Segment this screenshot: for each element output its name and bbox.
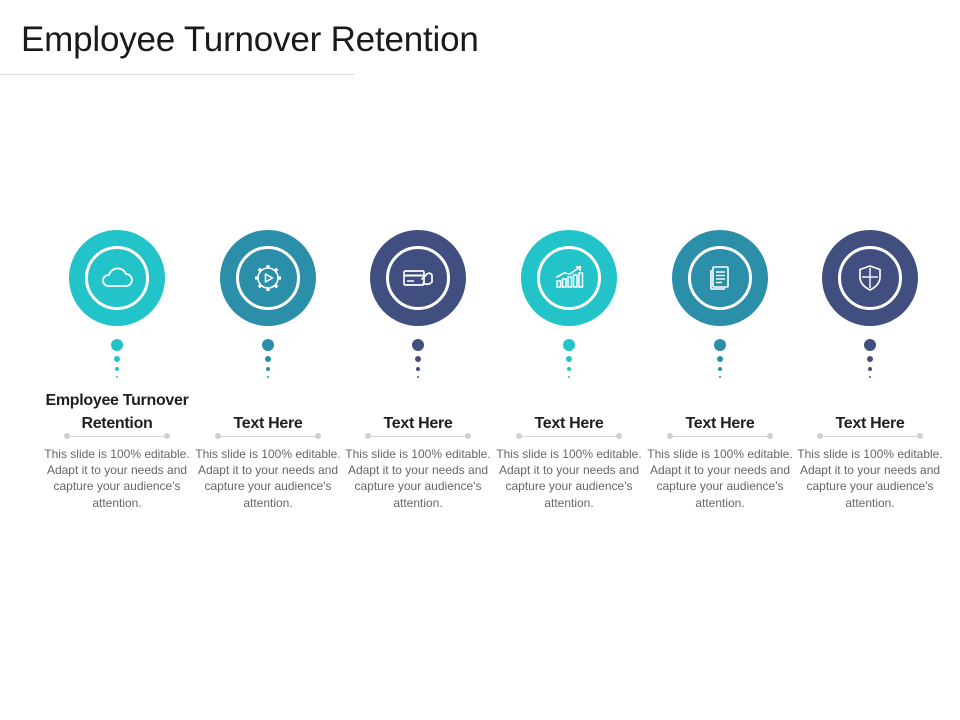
step-6-circle bbox=[822, 230, 918, 326]
step-3-circle bbox=[370, 230, 466, 326]
step-6-description: This slide is 100% editable. Adapt it to… bbox=[797, 447, 943, 510]
title-divider bbox=[0, 74, 354, 75]
growth-chart-icon bbox=[556, 265, 584, 288]
connector-dot bbox=[714, 339, 726, 351]
connector-dot bbox=[114, 356, 120, 362]
connector-dot bbox=[717, 356, 723, 362]
step-4: Text Here This slide is 100% editable. A… bbox=[494, 230, 644, 530]
step-2: Text Here This slide is 100% editable. A… bbox=[193, 230, 343, 530]
connector-dot bbox=[868, 367, 872, 371]
separator-dot bbox=[315, 433, 321, 439]
connector-dot bbox=[265, 356, 271, 362]
step-6-heading: Text Here bbox=[835, 415, 905, 432]
step-6-icon-ring bbox=[838, 246, 902, 310]
step-2-circle bbox=[220, 230, 316, 326]
separator-line bbox=[670, 436, 770, 437]
separator-line bbox=[820, 436, 920, 437]
step-4-circle bbox=[521, 230, 617, 326]
step-1-circle bbox=[69, 230, 165, 326]
step-1-icon-ring bbox=[85, 246, 149, 310]
step-5: Text Here This slide is 100% editable. A… bbox=[645, 230, 795, 530]
connector-dot bbox=[416, 367, 420, 371]
page-title: Employee Turnover Retention bbox=[21, 20, 479, 59]
separator-dot bbox=[817, 433, 823, 439]
connector-dot bbox=[262, 339, 274, 351]
cloud-icon bbox=[102, 267, 133, 287]
connector-dot bbox=[266, 367, 270, 371]
step-3-icon-ring bbox=[386, 246, 450, 310]
connector-dot bbox=[111, 339, 123, 351]
separator-line bbox=[218, 436, 318, 437]
step-1-heading: Employee Turnover Retention bbox=[45, 392, 189, 432]
connector-dot bbox=[567, 367, 571, 371]
gear-play-icon bbox=[255, 265, 281, 291]
separator-line bbox=[368, 436, 468, 437]
separator-dot bbox=[616, 433, 622, 439]
step-3-heading: Text Here bbox=[383, 415, 453, 432]
step-5-icon-ring bbox=[688, 246, 752, 310]
step-6: Text Here This slide is 100% editable. A… bbox=[795, 230, 945, 530]
separator-dot bbox=[215, 433, 221, 439]
step-5-description: This slide is 100% editable. Adapt it to… bbox=[647, 447, 793, 510]
connector-dot bbox=[718, 367, 722, 371]
separator-dot bbox=[767, 433, 773, 439]
separator-line bbox=[67, 436, 167, 437]
step-5-heading: Text Here bbox=[685, 415, 755, 432]
separator-dot bbox=[365, 433, 371, 439]
connector-dot bbox=[116, 376, 118, 378]
step-1-description: This slide is 100% editable. Adapt it to… bbox=[44, 447, 190, 510]
separator-dot bbox=[516, 433, 522, 439]
separator-dot bbox=[667, 433, 673, 439]
step-1: Employee Turnover Retention This slide i… bbox=[42, 230, 192, 530]
step-3: Text Here This slide is 100% editable. A… bbox=[343, 230, 493, 530]
separator-dot bbox=[465, 433, 471, 439]
connector-dot bbox=[417, 376, 419, 378]
connector-dot bbox=[267, 376, 269, 378]
shield-icon bbox=[859, 265, 881, 291]
step-2-icon-ring bbox=[236, 246, 300, 310]
separator-line bbox=[519, 436, 619, 437]
step-2-heading: Text Here bbox=[233, 415, 303, 432]
connector-dot bbox=[867, 356, 873, 362]
connector-dot bbox=[869, 376, 871, 378]
separator-dot bbox=[164, 433, 170, 439]
connector-dot bbox=[719, 376, 721, 378]
step-5-circle bbox=[672, 230, 768, 326]
card-payment-icon bbox=[403, 270, 433, 286]
step-4-description: This slide is 100% editable. Adapt it to… bbox=[496, 447, 642, 510]
connector-dot bbox=[864, 339, 876, 351]
connector-dot bbox=[563, 339, 575, 351]
separator-dot bbox=[64, 433, 70, 439]
step-3-description: This slide is 100% editable. Adapt it to… bbox=[345, 447, 491, 510]
step-4-heading: Text Here bbox=[534, 415, 604, 432]
connector-dot bbox=[115, 367, 119, 371]
connector-dot bbox=[566, 356, 572, 362]
connector-dot bbox=[568, 376, 570, 378]
connector-dot bbox=[415, 356, 421, 362]
separator-dot bbox=[917, 433, 923, 439]
step-2-description: This slide is 100% editable. Adapt it to… bbox=[195, 447, 341, 510]
step-4-icon-ring bbox=[537, 246, 601, 310]
connector-dot bbox=[412, 339, 424, 351]
document-icon bbox=[710, 266, 729, 290]
